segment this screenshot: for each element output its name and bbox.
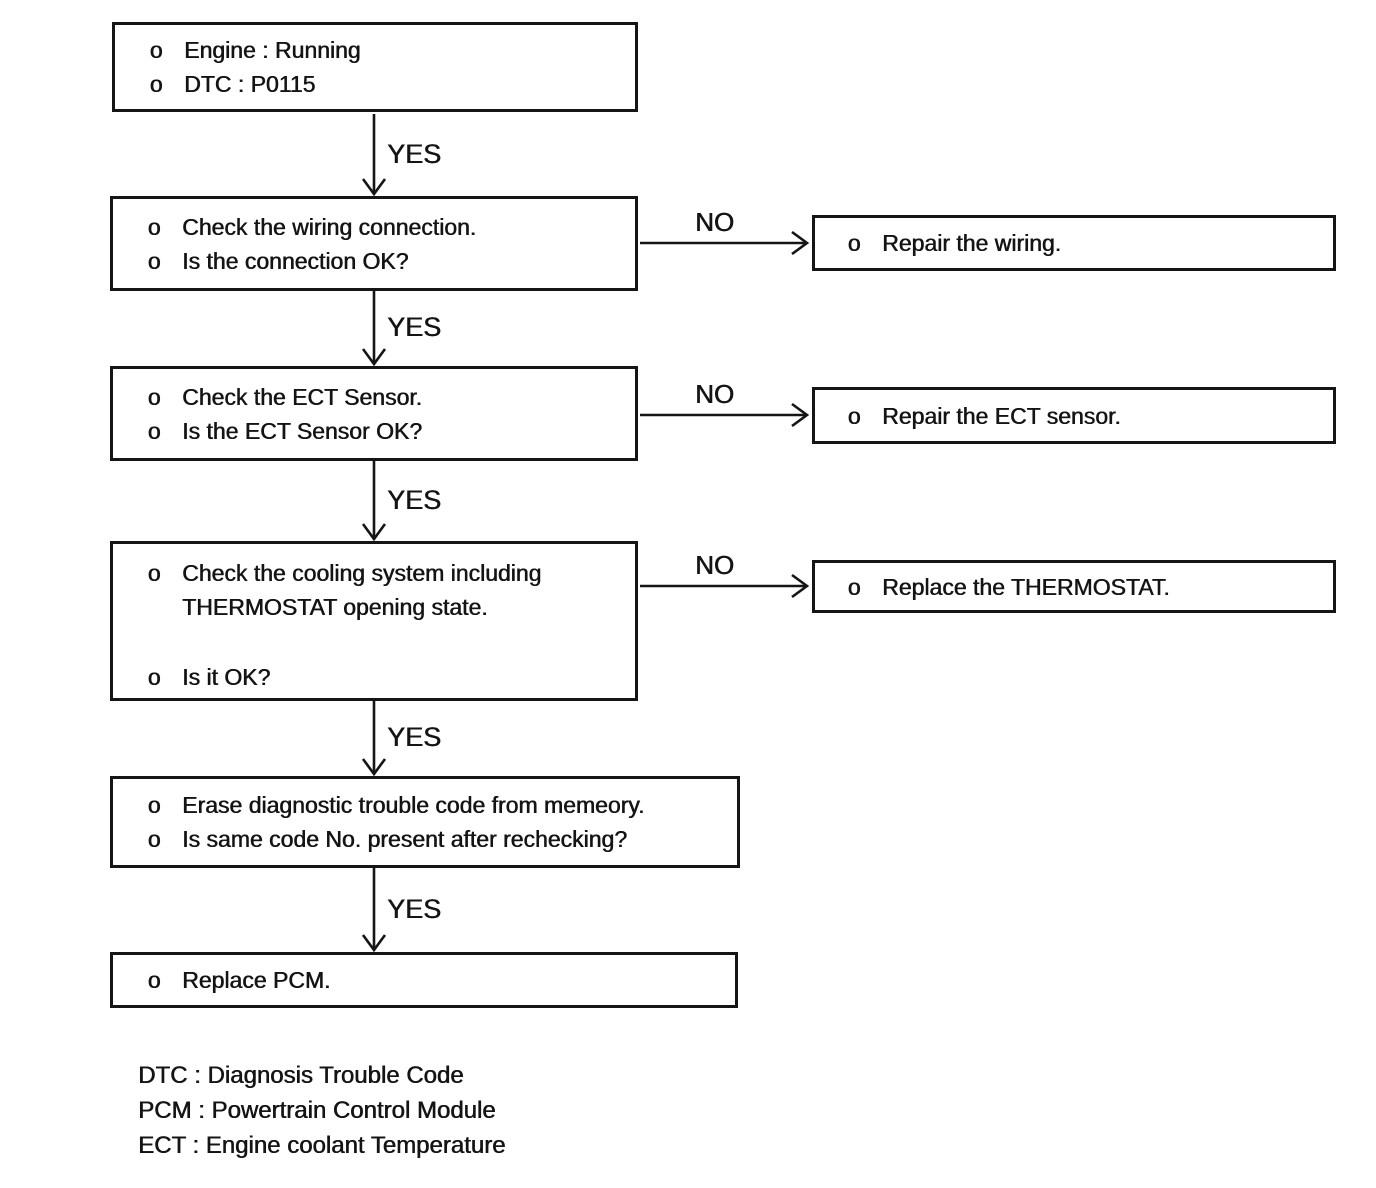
step-text: Is the ECT Sensor OK?: [182, 417, 422, 444]
branch-text: Repair the wiring.: [882, 230, 1061, 256]
branch-text: Replace the THERMOSTAT.: [882, 573, 1170, 600]
flow-branch-repair-wiring: o Repair the wiring.: [812, 215, 1336, 271]
flow-step-check-wiring: o Check the wiring connection. o Is the …: [110, 196, 638, 291]
step-text: Check the cooling system including THERM…: [182, 560, 542, 620]
arrowhead-yes-5: [361, 934, 387, 953]
list-item: o Repair the wiring.: [815, 226, 1333, 260]
yes-label: YES: [387, 485, 442, 515]
list-item: o DTC : P0115: [115, 67, 635, 101]
bullet-marker: o: [147, 826, 161, 852]
step-text: Is same code No. present after recheckin…: [182, 826, 627, 852]
list-item: o Is the connection OK?: [113, 244, 635, 278]
bullet-marker: o: [147, 560, 161, 586]
legend-line-pcm: PCM : Powertrain Control Module: [138, 1097, 496, 1124]
arrowhead-yes-2: [361, 348, 387, 367]
bullet-marker: o: [147, 967, 161, 993]
yes-label: YES: [387, 139, 442, 169]
bullet-marker: o: [147, 664, 161, 690]
legend-line-dtc: DTC : Diagnosis Trouble Code: [138, 1062, 464, 1089]
list-item: o Is same code No. present after recheck…: [113, 822, 737, 856]
step-text: Is it OK?: [182, 664, 271, 690]
branch-text: Repair the ECT sensor.: [882, 402, 1121, 429]
flow-step-start: o Engine : Running o DTC : P0115: [112, 22, 638, 112]
list-item: o Repair the ECT sensor.: [815, 399, 1333, 433]
list-item: o Is the ECT Sensor OK?: [113, 414, 635, 448]
flow-branch-repair-ect-sensor: o Repair the ECT sensor.: [812, 387, 1336, 444]
list-item: o Engine : Running: [115, 33, 635, 67]
bullet-marker: o: [149, 71, 163, 97]
list-item: o Is it OK?: [113, 660, 635, 694]
step-text: Check the ECT Sensor.: [182, 383, 422, 410]
bullet-marker: o: [147, 213, 161, 240]
step-text: Engine : Running: [184, 37, 361, 63]
legend-line-ect: ECT : Engine coolant Temperature: [138, 1132, 506, 1159]
arrowhead-no-1: [791, 230, 810, 256]
bullet-marker: o: [847, 573, 861, 600]
list-item: o Check the wiring connection.: [113, 210, 635, 244]
arrowhead-yes-4: [361, 758, 387, 777]
flow-branch-replace-thermostat: o Replace the THERMOSTAT.: [812, 560, 1336, 613]
no-label: NO: [695, 207, 734, 237]
arrowhead-no-3: [791, 573, 810, 599]
list-item: o Check the ECT Sensor.: [113, 380, 635, 414]
step-text: Erase diagnostic trouble code from memeo…: [182, 792, 645, 818]
abbreviation-legend: DTC : Diagnosis Trouble Code PCM : Power…: [138, 1058, 505, 1163]
bullet-marker: o: [147, 792, 161, 818]
arrowhead-no-2: [791, 402, 810, 428]
step-text: Is the connection OK?: [182, 247, 409, 274]
flow-step-erase-dtc: o Erase diagnostic trouble code from mem…: [110, 776, 740, 868]
yes-label: YES: [387, 722, 442, 752]
list-item: o Erase diagnostic trouble code from mem…: [113, 788, 737, 822]
bullet-marker: o: [147, 383, 161, 410]
bullet-marker: o: [149, 37, 163, 63]
bullet-marker: o: [847, 402, 861, 429]
yes-label: YES: [387, 894, 442, 924]
bullet-marker: o: [147, 417, 161, 444]
bullet-marker: o: [147, 247, 161, 274]
bullet-marker: o: [847, 230, 861, 256]
step-text: Replace PCM.: [182, 967, 331, 993]
list-item: o Check the cooling system including THE…: [113, 556, 635, 624]
flow-step-check-ect-sensor: o Check the ECT Sensor. o Is the ECT Sen…: [110, 366, 638, 461]
step-text: DTC : P0115: [184, 71, 316, 97]
list-item: o Replace PCM.: [113, 963, 735, 997]
arrowhead-yes-1: [361, 178, 387, 197]
arrowhead-yes-3: [361, 523, 387, 542]
no-label: NO: [695, 550, 734, 580]
list-item: o Replace the THERMOSTAT.: [815, 570, 1333, 604]
flow-step-check-cooling-system: o Check the cooling system including THE…: [110, 541, 638, 701]
yes-label: YES: [387, 312, 442, 342]
flow-step-replace-pcm: o Replace PCM.: [110, 952, 738, 1008]
no-label: NO: [695, 379, 734, 409]
step-text: Check the wiring connection.: [182, 213, 477, 240]
